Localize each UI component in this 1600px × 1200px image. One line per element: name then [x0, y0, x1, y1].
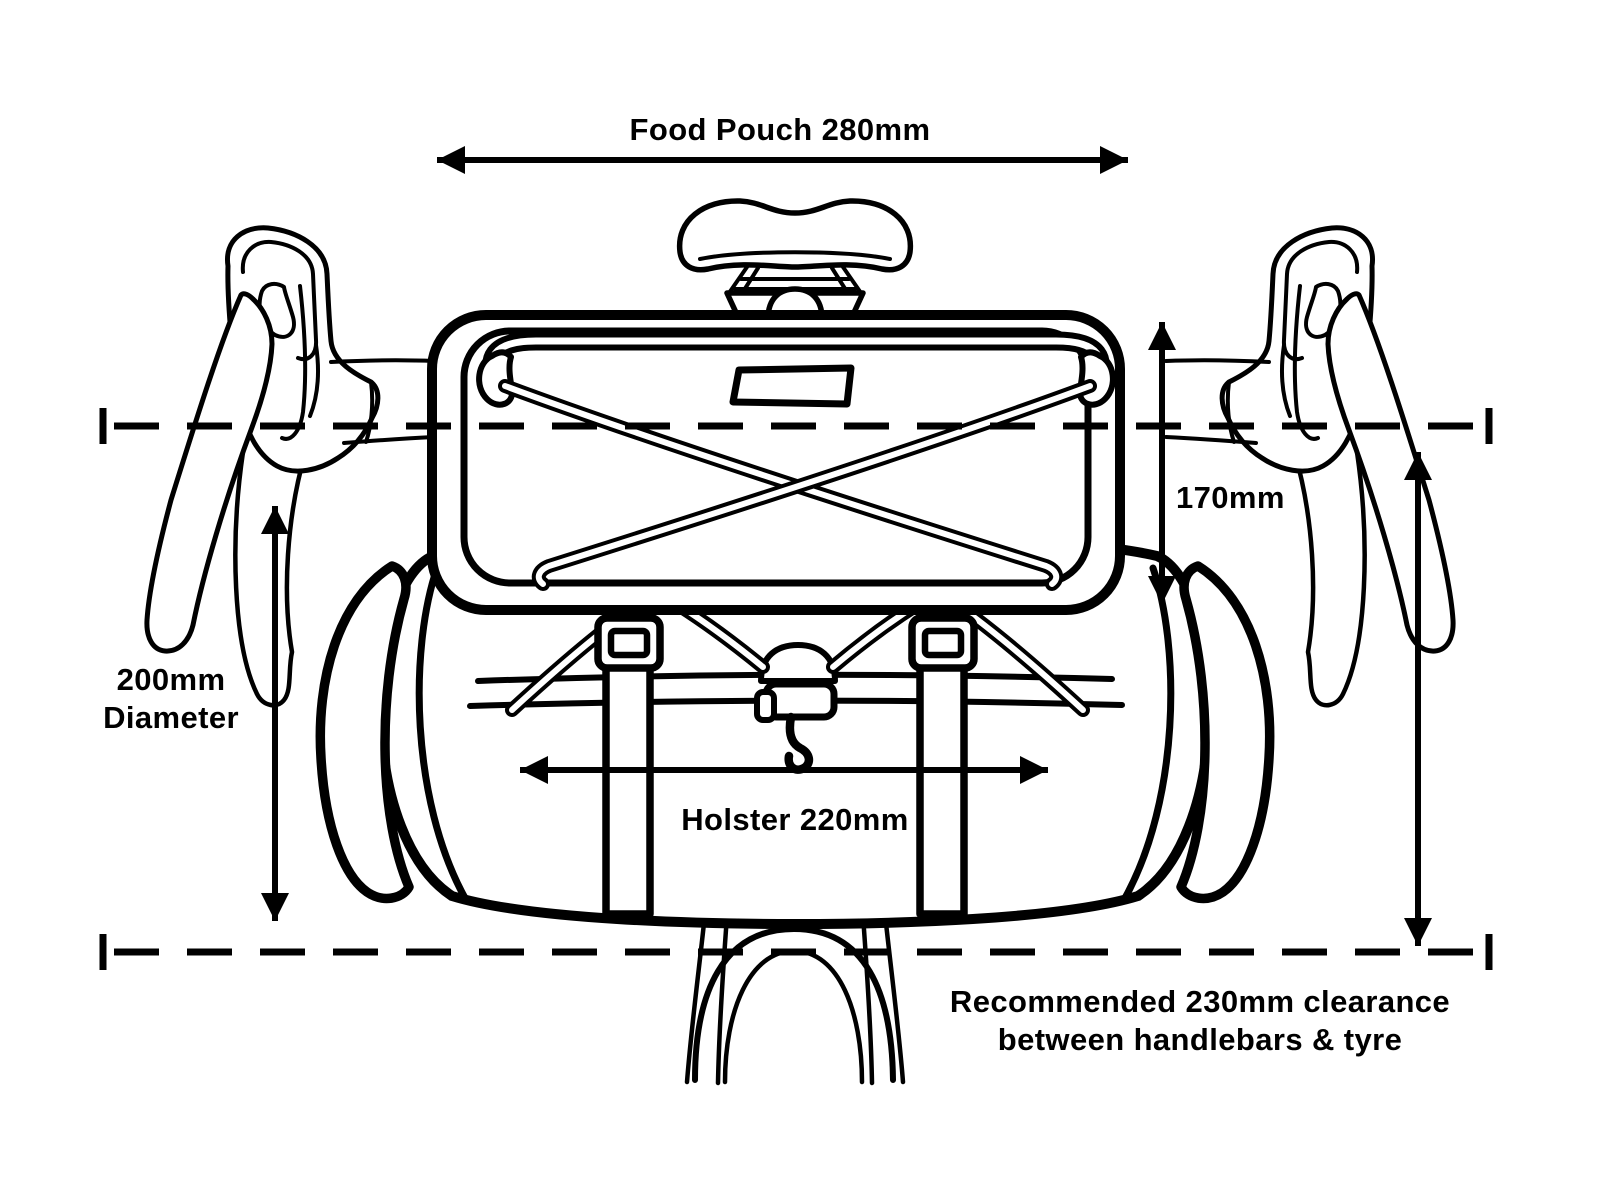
dim-diameter: 200mm Diameter	[103, 506, 289, 921]
clearance-note-line1: Recommended 230mm clearance	[950, 984, 1450, 1019]
diameter-label-line1: 200mm	[117, 662, 226, 697]
side-pocket-right	[1176, 561, 1275, 904]
food-pouch-body	[427, 310, 1125, 615]
pouch-height-label: 170mm	[1176, 480, 1285, 515]
clearance-note-line2: between handlebars & tyre	[998, 1022, 1403, 1057]
strap-left	[594, 592, 664, 918]
holster-label: Holster 220mm	[681, 802, 908, 837]
cord-anchor-left	[476, 349, 516, 408]
handlebar-drop-left	[233, 449, 308, 708]
diameter-label-line2: Diameter	[103, 700, 239, 735]
food-pouch-label: Food Pouch 280mm	[630, 112, 931, 147]
strap-right	[908, 592, 978, 918]
tyre-top-dashed-line	[99, 934, 1493, 970]
handlebar-centre-dashed-line	[99, 408, 1493, 444]
label-patch	[729, 364, 855, 408]
cord-anchor-right	[1076, 349, 1116, 408]
lever-blade	[144, 291, 275, 654]
fork-and-tyre	[684, 911, 906, 1086]
bungee-cross-cords	[498, 379, 1097, 591]
tyre-arch	[722, 948, 865, 1085]
mudguard-arch	[692, 926, 896, 1083]
dim-pouch-height: 170mm	[1148, 322, 1285, 604]
dim-food-pouch-width: Food Pouch 280mm	[437, 112, 1128, 174]
brake-lever-left	[144, 225, 436, 654]
food-pouch	[427, 310, 1125, 615]
side-pocket-left	[315, 561, 414, 904]
hook-clasp	[754, 680, 838, 774]
handlebar-drop-right	[1292, 449, 1367, 708]
dim-holster-width: Holster 220mm	[520, 756, 1048, 837]
stem-dome	[758, 642, 838, 684]
dim-clearance: Recommended 230mm clearance between hand…	[950, 452, 1450, 1057]
handlebar-top-line	[329, 358, 436, 364]
saddle	[676, 198, 914, 322]
